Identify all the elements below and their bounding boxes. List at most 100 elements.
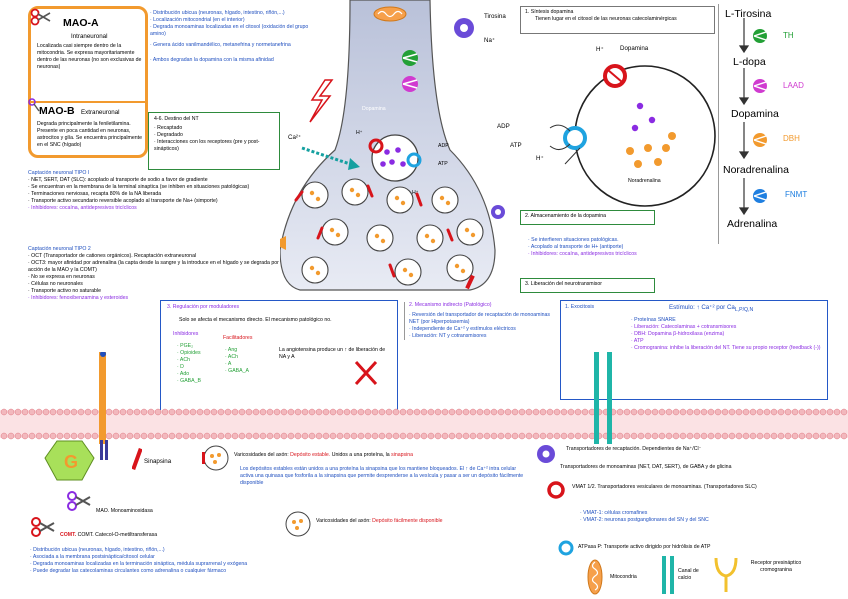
sintesis-text: Tienen lugar en el citosol de las neuron… xyxy=(535,16,677,23)
membrane-lipid xyxy=(203,432,211,440)
list-item: Inhibidores: cocaína, antidepresivos tri… xyxy=(28,205,290,212)
pathway-tirosina: L-Tirosina xyxy=(725,8,772,20)
membrane-lipid xyxy=(77,408,85,416)
membrane-lipid xyxy=(70,408,78,416)
mecanismo-indirecto: 2. Mecanismo indirecto (Patológico) Reve… xyxy=(404,302,559,341)
membrane-lipid xyxy=(497,408,505,416)
blocked-icon xyxy=(354,360,378,386)
membrane-lipid xyxy=(56,432,64,440)
list-item: Degrada monoaminas localizadas en el cit… xyxy=(150,24,315,38)
membrane-lipid xyxy=(238,432,246,440)
membrane-lipid xyxy=(455,432,463,440)
membrane-lipid xyxy=(721,408,729,416)
adp-label: ADP xyxy=(438,143,449,149)
membrane-lipid xyxy=(350,408,358,416)
membrane-lipid xyxy=(84,408,92,416)
membrane-lipid xyxy=(168,432,176,440)
membrane-lipid xyxy=(266,408,274,416)
list-item: GABA_A xyxy=(225,368,249,375)
membrane-lipid xyxy=(546,432,554,440)
membrane-lipid xyxy=(224,408,232,416)
comt-icon xyxy=(31,517,55,537)
membrane-lipid xyxy=(119,408,127,416)
membrane-lipid xyxy=(826,408,834,416)
membrane-lipid xyxy=(735,432,743,440)
membrane-lipid xyxy=(448,432,456,440)
membrane-lipid xyxy=(616,432,624,440)
membrane-lipid xyxy=(392,408,400,416)
membrane-lipid xyxy=(371,432,379,440)
membrane-lipid xyxy=(112,432,120,440)
membrane-lipid xyxy=(665,408,673,416)
mao-properties-list: Distribución ubicua (neuronas, hígado, i… xyxy=(150,10,315,64)
membrane-lipid xyxy=(763,432,771,440)
membrane-lipid xyxy=(511,408,519,416)
membrane-lipid xyxy=(175,408,183,416)
list-item: Inhibidores: fenoxibenzamina y esteroide… xyxy=(28,295,290,302)
membrane-lipid xyxy=(378,432,386,440)
membrane-lipid xyxy=(28,408,36,416)
membrane-lipid xyxy=(553,408,561,416)
vmat-title: VMAT 1/2. Transportadores vesiculares de… xyxy=(572,484,757,490)
membrane-lipid xyxy=(161,432,169,440)
list-item: Independiente de Ca⁺² y estímulos eléctr… xyxy=(409,326,559,333)
membrane-lipid xyxy=(399,408,407,416)
inhibidores-list: PGE₂ Opioides ACh D Ado GABA_B xyxy=(177,343,201,385)
list-item: Degradado xyxy=(154,132,274,139)
membrane-lipid xyxy=(280,408,288,416)
membrane-lipid xyxy=(245,408,253,416)
membrane-lipid xyxy=(756,432,764,440)
almacenamiento-list: Se interfieren situaciones patológicas. … xyxy=(528,237,708,258)
atpasa-icon xyxy=(558,540,574,556)
list-item: Distribución ubicua (neuronas, hígado, i… xyxy=(150,10,315,17)
inhibidores-title: Inhibidores xyxy=(173,331,199,337)
pathway-noradrenalina: Noradrenalina xyxy=(723,164,789,176)
membrane-lipid xyxy=(315,432,323,440)
mitocondria-label: Mitocondria xyxy=(610,574,637,580)
membrane-lipid xyxy=(406,432,414,440)
atpasa-text: ATPasa P: Transporte activo dirigido por… xyxy=(578,544,711,550)
membrane-lipid xyxy=(182,408,190,416)
membrane-lipid xyxy=(798,432,806,440)
membrane-lipid xyxy=(196,408,204,416)
membrane-lipid xyxy=(637,432,645,440)
list-item: ACh xyxy=(225,354,249,361)
membrane-lipid xyxy=(616,408,624,416)
membrane-lipid xyxy=(161,408,169,416)
mao-b-text: Degrada principalmente la feniletilamina… xyxy=(37,121,142,149)
captacion-tipo2: Captación neuronal TIPO 2 OCT (Transport… xyxy=(28,246,290,302)
membrane-lipid xyxy=(287,408,295,416)
mecanismo-title: 2. Mecanismo indirecto (Patológico) xyxy=(409,302,492,308)
transp-monoaminas: Transportadores de monoaminas (NET, DAT,… xyxy=(560,464,732,470)
list-item: NET, SERT, DAT (SLC): acoplado al transp… xyxy=(28,177,290,184)
list-item: Inhibidores: cocaína, antidepresivos tri… xyxy=(528,251,708,258)
receptor-icon xyxy=(714,557,738,592)
membrane-lipid xyxy=(336,432,344,440)
membrane-lipid xyxy=(147,432,155,440)
dopamina-label: Dopamina xyxy=(362,106,386,112)
exocitosis-title: 1. Exocitosis xyxy=(565,304,595,310)
list-item: Opioides xyxy=(177,350,201,357)
membrane-lipid xyxy=(28,432,36,440)
membrane-lipid xyxy=(812,408,820,416)
membrane-lipid xyxy=(483,432,491,440)
membrane-lipid xyxy=(133,432,141,440)
membrane-lipid xyxy=(126,432,134,440)
membrane-lipid xyxy=(378,408,386,416)
membrane-lipid xyxy=(252,432,260,440)
comt-legend: COMT. COMT. Catecol-O-metiltransferasa xyxy=(60,532,158,538)
membrane-lipid xyxy=(301,432,309,440)
pathway-laad: LAAD xyxy=(783,81,804,90)
list-item: ATP xyxy=(631,338,821,345)
atp-label: ATP xyxy=(438,161,448,167)
list-item: Distribución ubicua (neuronas, hígado, i… xyxy=(30,547,300,554)
membrane-lipid xyxy=(833,432,841,440)
ca-label: Ca²⁺ xyxy=(288,134,302,141)
list-item: Asociada a la membrana postsináptica/cit… xyxy=(30,554,300,561)
tirosina-transporter-icon xyxy=(454,18,474,38)
list-item: DBH: Dopamina β-hidroxilasa (enzima) xyxy=(631,331,821,338)
membrane-lipid xyxy=(420,432,428,440)
membrane-lipid xyxy=(350,432,358,440)
membrane-lipid xyxy=(672,432,680,440)
membrane-lipid xyxy=(91,432,99,440)
